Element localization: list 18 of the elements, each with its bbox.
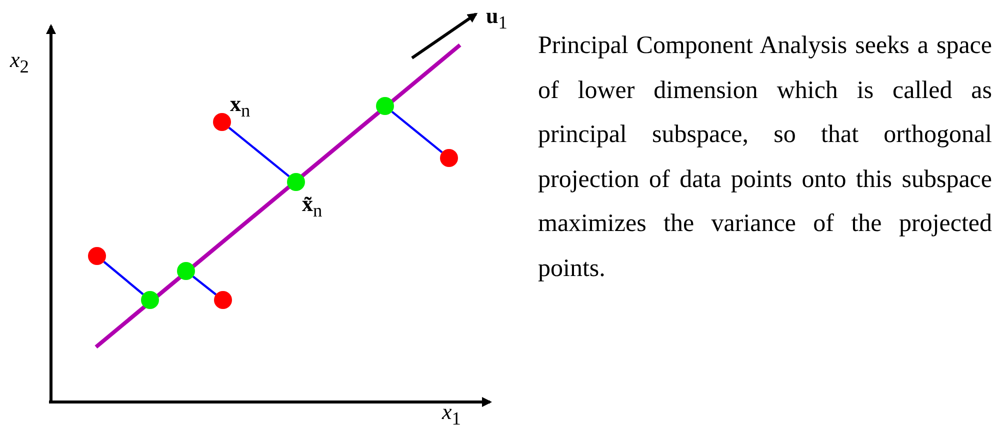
axis-label: x$_{2}$ <box>10 48 29 78</box>
data-point <box>88 247 106 265</box>
description-paragraph: Principal Component Analysis seeks a space of lower dimension which is called as principal subspace, so that orthogonal projection of data points onto this subspace maximizes the variance of the projected points. <box>538 31 992 284</box>
axis-label: x$_{1}$ <box>442 400 461 425</box>
projection-line <box>391 110 443 154</box>
projected-point <box>141 291 159 309</box>
point-label: x̃$_{n}$ <box>302 192 322 222</box>
projected-point <box>177 262 195 280</box>
point-label: x$_{n}$ <box>230 92 250 122</box>
data-point <box>440 149 458 167</box>
projected-point <box>376 97 394 115</box>
data-point <box>213 113 231 131</box>
projection-line <box>103 260 144 296</box>
vector-label: u$_{1}$ <box>486 4 508 34</box>
data-point <box>214 291 232 309</box>
projected-point <box>287 173 305 191</box>
projection-line <box>192 276 217 296</box>
projection-line <box>228 126 290 178</box>
